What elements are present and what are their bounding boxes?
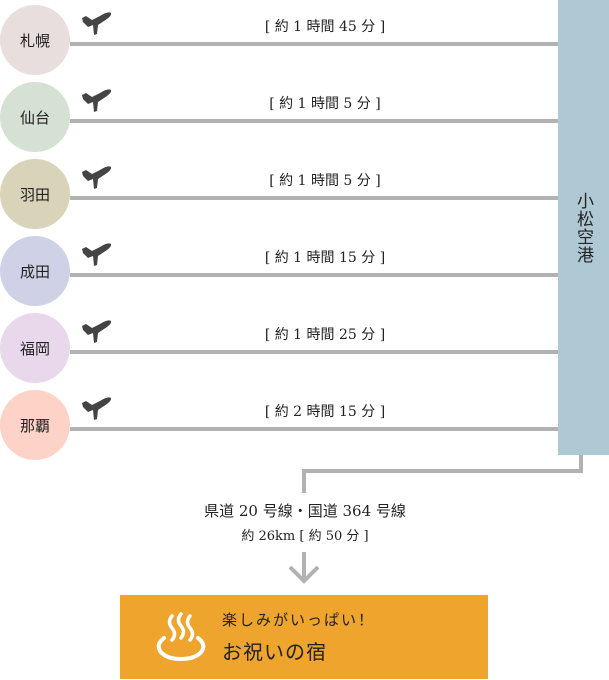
road-route: 県道 20 号線・国道 364 号線 — [204, 502, 406, 520]
route-line — [70, 427, 558, 431]
destination-text: 楽しみがいっぱい！ お祝いの宿 — [222, 609, 375, 665]
connector-line — [302, 469, 583, 473]
route-row: 那覇 [ 約 2 時間 15 分 ] — [0, 390, 558, 460]
origin-circle: 羽田 — [0, 159, 70, 229]
airport-label: 小松空港 — [573, 191, 593, 264]
route-row: 羽田 [ 約 1 時間 5 分 ] — [0, 159, 558, 229]
komatsu-airport-box: 小松空港 — [558, 0, 609, 455]
airplane-icon — [82, 166, 112, 189]
route-line — [70, 196, 558, 200]
origin-circle: 那覇 — [0, 390, 70, 460]
airplane-icon — [82, 397, 112, 420]
route-line — [70, 42, 558, 46]
airplane-icon — [82, 320, 112, 343]
destination-title: お祝いの宿 — [222, 640, 327, 664]
flight-time: [ 約 1 時間 5 分 ] — [269, 96, 381, 112]
hot-spring-icon — [156, 612, 206, 662]
destination-subtitle: 楽しみがいっぱい！ — [222, 611, 376, 629]
connector-line — [579, 455, 583, 473]
airplane-icon — [82, 243, 112, 266]
airplane-icon — [82, 89, 112, 112]
destination-banner[interactable]: 楽しみがいっぱい！ お祝いの宿 — [120, 595, 488, 679]
road-distance: 約 26km [ 約 50 分 ] — [241, 529, 369, 544]
route-line — [70, 119, 558, 123]
connector-line — [302, 469, 306, 493]
route-line — [70, 350, 558, 354]
origin-circle: 成田 — [0, 236, 70, 306]
route-row: 仙台 [ 約 1 時間 5 分 ] — [0, 82, 558, 152]
origin-circle: 仙台 — [0, 82, 70, 152]
flight-time: [ 約 1 時間 5 分 ] — [269, 173, 381, 189]
route-row: 札幌 [ 約 1 時間 45 分 ] — [0, 5, 558, 75]
route-row: 成田 [ 約 1 時間 15 分 ] — [0, 236, 558, 306]
flight-time: [ 約 1 時間 25 分 ] — [264, 327, 386, 343]
flight-time: [ 約 1 時間 15 分 ] — [264, 250, 386, 266]
airplane-icon — [82, 12, 112, 35]
flight-time: [ 約 1 時間 45 分 ] — [264, 19, 386, 35]
flight-time: [ 約 2 時間 15 分 ] — [264, 404, 386, 420]
arrow-down-icon — [288, 552, 320, 584]
route-row: 福岡 [ 約 1 時間 25 分 ] — [0, 313, 558, 383]
origin-circle: 福岡 — [0, 313, 70, 383]
route-line — [70, 273, 558, 277]
origin-circle: 札幌 — [0, 5, 70, 75]
